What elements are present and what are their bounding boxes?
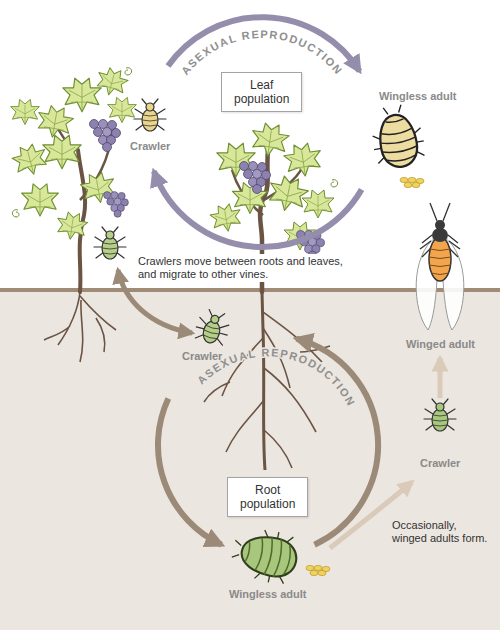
box-label: Root population (240, 483, 295, 511)
stage-label: Winged adult (406, 338, 475, 351)
stage-label: Wingless adult (379, 90, 457, 103)
callout-note: Occasionally, winged adults form. (390, 518, 496, 546)
stage-label: Crawler (130, 140, 170, 153)
stage-label: Crawler (182, 350, 222, 363)
cycle-label: ASEXUAL REPRODUCTION (179, 28, 345, 77)
callout-note: Crawlers move between roots and leaves, … (136, 254, 345, 282)
population-box: Leaf population (221, 72, 302, 112)
stage-label: Wingless adult (229, 588, 307, 601)
stage-label: Crawler (420, 457, 460, 470)
population-box: Root population (227, 477, 308, 517)
cycle-label: ASEXUAL REPRODUCTION (179, 28, 345, 77)
box-label: Leaf population (234, 78, 289, 106)
